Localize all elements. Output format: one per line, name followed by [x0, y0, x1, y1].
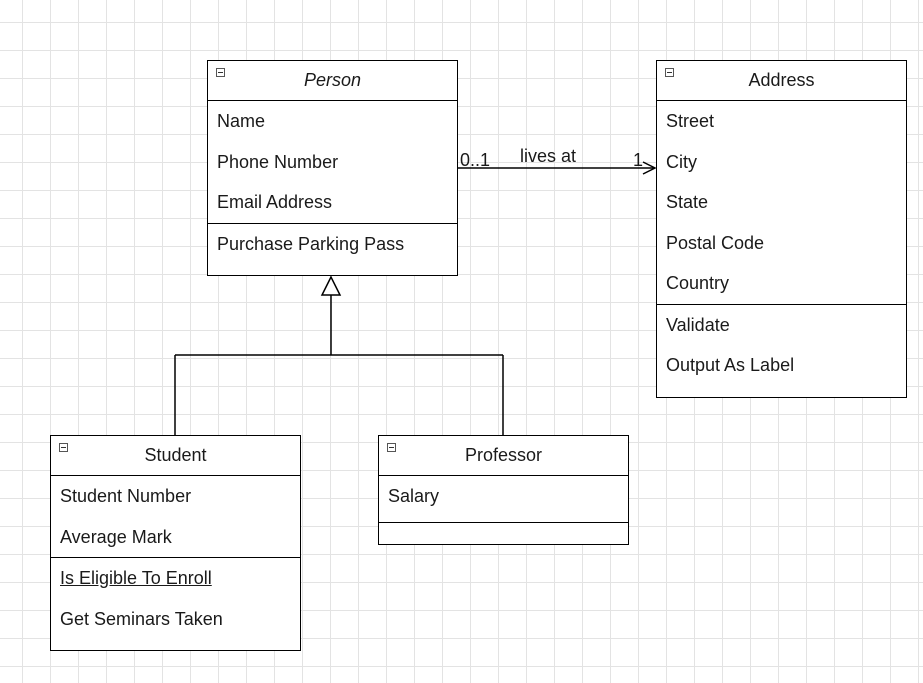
collapse-icon[interactable]: [59, 443, 68, 452]
attribute[interactable]: Average Mark: [60, 526, 172, 547]
association-label[interactable]: lives at: [520, 146, 577, 166]
class-name: Person: [303, 70, 362, 90]
class-address[interactable]: Address Street City State Postal Code Co…: [656, 60, 907, 398]
attribute[interactable]: Street: [666, 111, 715, 131]
operations-compartment: Is Eligible To Enroll Get Seminars Taken: [51, 558, 300, 639]
static-operation[interactable]: Is Eligible To Enroll: [60, 568, 212, 588]
source-multiplicity: 0..1: [460, 150, 491, 170]
attribute[interactable]: Phone Number: [217, 151, 339, 172]
attribute[interactable]: Postal Code: [666, 232, 765, 253]
class-student[interactable]: Student Student Number Average Mark Is E…: [50, 435, 301, 651]
attributes-compartment: Salary: [379, 476, 628, 523]
operation[interactable]: Purchase Parking Pass: [217, 233, 405, 254]
operation[interactable]: Get Seminars Taken: [60, 608, 223, 629]
class-header: Professor: [379, 436, 628, 476]
class-person[interactable]: Person Name Phone Number Email Address P…: [207, 60, 458, 276]
collapse-icon[interactable]: [665, 68, 674, 77]
class-professor[interactable]: Professor Salary: [378, 435, 629, 545]
attributes-compartment: Street City State Postal Code Country: [657, 101, 906, 305]
attribute[interactable]: City: [666, 151, 697, 172]
attribute[interactable]: Country: [666, 273, 730, 293]
class-header: Address: [657, 61, 906, 101]
attributes-compartment: Student Number Average Mark: [51, 476, 300, 558]
inheritance-triangle-icon: [320, 275, 342, 296]
collapse-icon[interactable]: [387, 443, 396, 452]
class-name: Address: [748, 70, 815, 90]
attributes-compartment: Name Phone Number Email Address: [208, 101, 457, 224]
target-multiplicity: 1: [633, 150, 644, 170]
class-header: Student: [51, 436, 300, 476]
attribute[interactable]: Student Number: [60, 486, 192, 506]
class-header: Person: [208, 61, 457, 101]
class-name: Professor: [464, 445, 543, 465]
attribute[interactable]: Name: [217, 111, 266, 131]
operations-compartment: Purchase Parking Pass: [208, 224, 457, 265]
attribute[interactable]: Salary: [388, 486, 440, 506]
attribute[interactable]: State: [666, 192, 709, 212]
association-arrowhead-icon: [642, 161, 657, 175]
operation[interactable]: Output As Label: [666, 355, 795, 375]
collapse-icon[interactable]: [216, 68, 225, 77]
class-name: Student: [144, 445, 207, 465]
attribute[interactable]: Email Address: [217, 192, 333, 212]
operations-compartment: Validate Output As Label: [657, 305, 906, 386]
operation[interactable]: Validate: [666, 314, 730, 335]
